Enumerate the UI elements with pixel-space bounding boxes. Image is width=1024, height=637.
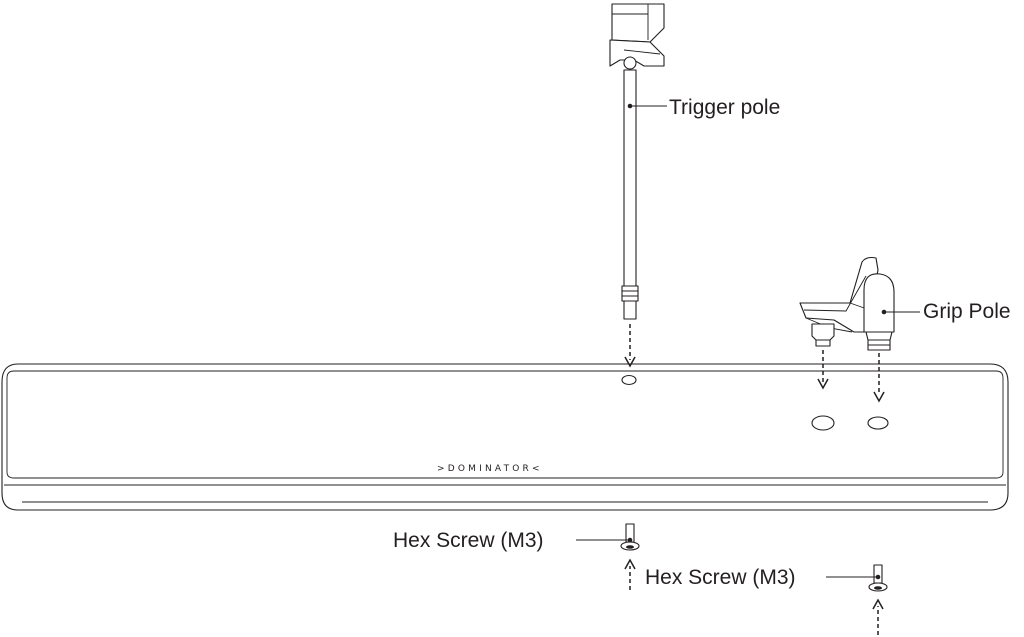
trigger-pole — [609, 3, 667, 320]
grip-pole-hole-left — [811, 415, 835, 431]
hex-screw-label-2: Hex Screw (M3) — [645, 566, 796, 589]
hex-screw-2 — [826, 564, 888, 592]
trigger-pole-label: Trigger pole — [669, 96, 780, 119]
brand-logo: >DOMINATOR< — [437, 464, 543, 474]
grip-pole-label: Grip Pole — [923, 300, 1011, 323]
hex-screw-1 — [576, 523, 640, 551]
base-board: >DOMINATOR< — [1, 363, 1009, 511]
grip-pole-hole-right — [867, 416, 889, 430]
trigger-pole-hole — [621, 374, 637, 386]
hex-screw-label-1: Hex Screw (M3) — [393, 529, 544, 552]
grip-pole — [799, 256, 920, 351]
